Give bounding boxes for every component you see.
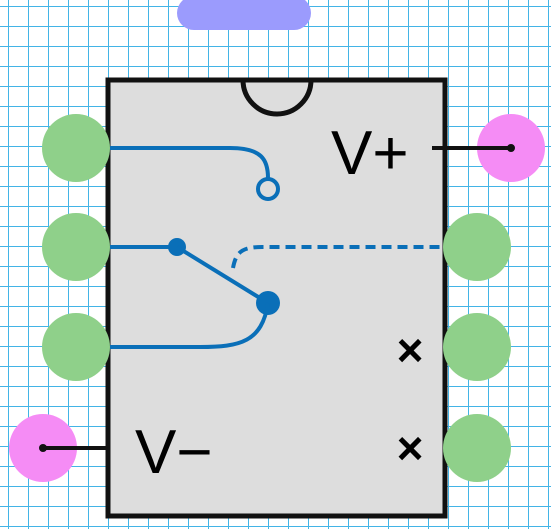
control-wire xyxy=(110,146,270,179)
chip-notch xyxy=(240,79,314,117)
pin-right-2 xyxy=(443,213,511,281)
vplus-lead-dot xyxy=(507,144,515,152)
pin-left-3 xyxy=(42,313,110,381)
pin-right-3 xyxy=(443,313,511,381)
nc-wire xyxy=(110,302,270,349)
top-tab xyxy=(177,0,311,30)
vminus-label: V− xyxy=(135,418,213,487)
no-connect-mark-2: × xyxy=(397,422,424,474)
no-connect-mark-1: × xyxy=(397,324,424,376)
vminus-lead-dot xyxy=(39,444,47,452)
control-input-circle xyxy=(256,177,280,201)
switch-arm xyxy=(175,245,270,305)
no-wire-dashed xyxy=(231,245,445,269)
vplus-label: V+ xyxy=(331,119,409,188)
pin-left-2 xyxy=(42,213,110,281)
pin-left-1 xyxy=(42,114,110,182)
pin-right-4 xyxy=(443,414,511,482)
